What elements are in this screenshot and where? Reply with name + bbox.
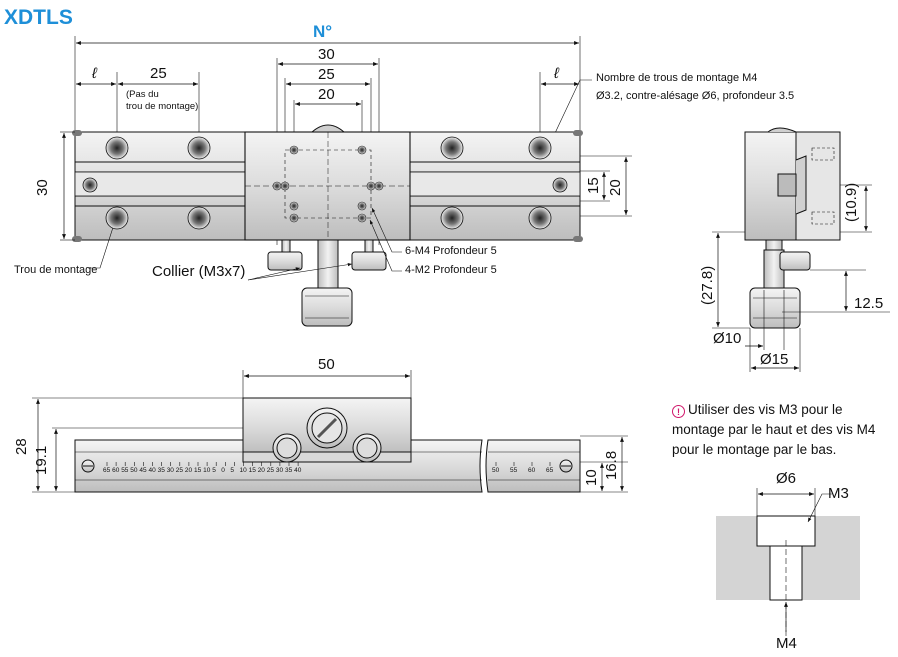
scale-number: 0 [221,467,225,474]
m4-thread-label: 6-M4 Profondeur 5 [405,245,497,257]
scale-number: 55 [510,467,518,474]
scale-number: 50 [492,467,500,474]
detail-m4-label: M4 [776,635,797,652]
pitch-note-line1: (Pas du [126,89,159,100]
info-icon: ! [672,405,685,418]
front-view [32,370,628,493]
scale-number: 40 [294,467,302,474]
scale-number: 60 [112,467,120,474]
counterbore-hole [440,206,464,230]
counterbore-hole [187,206,211,230]
dim-10-9-label: (10.9) [843,182,860,222]
counterbore-hole [440,136,464,160]
dim-10-label: 10 [583,469,600,486]
counterbore-hole [82,177,98,193]
scale-number: 35 [285,467,293,474]
scale-number: 45 [139,467,147,474]
threaded-hole [366,181,376,191]
dim-19-1-label: 19.1 [33,445,50,475]
detail-m3-label: M3 [828,485,849,502]
scale-number: 5 [230,467,235,474]
scale-ticks [106,462,551,466]
dim-20-label: 20 [318,86,335,103]
dim-l-left-label: ℓ [92,65,97,82]
usage-note-text: Utiliser des vis M3 pour le montage par … [672,402,876,457]
scale-number: 30 [275,467,284,474]
dim-16-8-label: 16.8 [603,450,620,480]
scale-number: 40 [148,467,156,474]
product-title: XDTLS [4,6,73,29]
threaded-hole [289,213,299,223]
scale-number: 15 [194,467,202,474]
scale-number: 20 [184,467,193,474]
scale-number: 10 [239,467,247,474]
detail-d6-label: Ø6 [776,470,797,487]
threaded-hole [357,201,367,211]
scale-number: 20 [257,467,265,474]
side-view [712,127,890,372]
pitch-note-line2: trou de montage) [126,101,199,112]
mount-hole-label: Trou de montage [14,264,98,276]
scale-number: 55 [121,467,129,474]
dim-27-8-label: (27.8) [699,265,716,305]
dim-height-30-label: 30 [34,179,51,196]
dim-n-label: N° [313,22,333,41]
dim-12-5-label: 12.5 [854,295,884,312]
dim-30-label: 30 [318,46,335,63]
dim-25-left-label: 25 [150,65,167,82]
scale-number: 65 [546,467,554,474]
scale-number: 15 [248,467,256,474]
threaded-hole [374,181,384,191]
mount-holes-note-line1: Nombre de trous de montage M4 [596,72,758,84]
scale-number: 30 [166,467,174,474]
collar-label: Collier (M3x7) [152,263,246,280]
counterbore-hole [105,206,129,230]
top-view [60,36,632,327]
m2-thread-label: 4-M2 Profondeur 5 [405,264,497,276]
scale-number: 5 [212,467,216,474]
dim-d10-label: Ø10 [713,330,742,347]
dim-25-label: 25 [318,66,335,83]
scale-number: 25 [175,467,184,474]
mount-holes-note-line2: Ø3.2, contre-alésage Ø6, profondeur 3.5 [596,90,795,102]
scale-number: 60 [528,467,536,474]
threaded-hole [357,213,367,223]
scale-number: 35 [157,467,165,474]
counterbore-hole [552,177,568,193]
counterbore-hole [187,136,211,160]
dim-l-right-label: ℓ [554,65,559,82]
scale-number: 50 [130,467,138,474]
dim-28-label: 28 [13,438,30,455]
scale-number: 25 [266,467,275,474]
counterbore-detail [716,488,860,640]
usage-note: !Utiliser des vis M3 pour le montage par… [672,400,887,460]
dim-50-label: 50 [318,356,335,373]
scale-number: 65 [103,467,111,474]
scale-number: 10 [203,467,211,474]
dim-20-right-label: 20 [607,179,624,196]
threaded-hole [280,181,290,191]
counterbore-hole [105,136,129,160]
threaded-hole [289,145,299,155]
counterbore-hole [528,206,552,230]
threaded-hole [272,181,282,191]
threaded-hole [357,145,367,155]
dim-d15-label: Ø15 [760,351,789,368]
dim-15-label: 15 [585,177,602,194]
counterbore-hole [528,136,552,160]
mounting-holes [82,136,568,230]
threaded-hole [289,201,299,211]
